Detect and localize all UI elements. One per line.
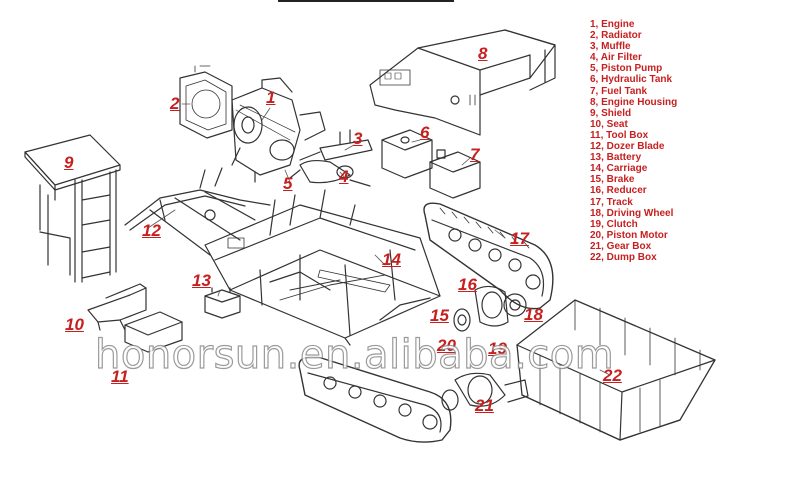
air-filter-part	[289, 159, 371, 187]
legend-item: 10, Seat	[590, 118, 628, 130]
legend-item: 17, Track	[590, 196, 633, 208]
title-underline	[278, 0, 454, 2]
gear-box-part	[441, 372, 529, 411]
brake-part	[453, 308, 471, 332]
legend-item: 21, Gear Box	[590, 240, 652, 252]
legend-item: 14, Carriage	[590, 163, 648, 175]
legend-item: 6, Hydraulic Tank	[590, 74, 673, 86]
callout-20: 20	[437, 336, 456, 355]
callout-1: 1	[266, 88, 276, 107]
driving-wheel-part	[503, 293, 527, 317]
legend-item: 1, Engine	[590, 19, 635, 30]
callout-2: 2	[170, 94, 180, 113]
engine-part	[231, 77, 326, 183]
callout-5: 5	[283, 174, 293, 193]
callout-17: 17	[510, 229, 529, 248]
track-lower-part	[298, 356, 452, 443]
callout-9: 9	[64, 153, 74, 172]
callout-14: 14	[382, 250, 401, 269]
callout-16: 16	[458, 275, 477, 294]
dump-box-part	[516, 299, 716, 441]
legend-item: 22, Dump Box	[590, 251, 657, 263]
reducer-part	[474, 285, 509, 327]
callout-12: 12	[142, 221, 161, 240]
legend-item: 18, Driving Wheel	[590, 207, 674, 219]
callout-22: 22	[603, 366, 622, 385]
parts-legend: 1, Engine 2, Radiator 3, Muffle 4, Air F…	[590, 19, 677, 263]
engine-housing-part	[369, 29, 556, 136]
dozer-blade-part	[124, 167, 271, 256]
fuel-tank-part	[429, 149, 481, 199]
legend-item: 13, Battery	[590, 152, 642, 164]
radiator-part	[179, 65, 233, 139]
muffle-part	[299, 129, 373, 161]
callout-8: 8	[478, 44, 488, 63]
legend-item: 20, Piston Motor	[590, 229, 668, 241]
legend-item: 8, Engine Housing	[590, 96, 678, 108]
callout-3: 3	[353, 129, 363, 148]
legend-item: 15, Brake	[590, 174, 635, 186]
hydraulic-tank-part	[381, 129, 433, 179]
callout-15: 15	[430, 306, 449, 325]
legend-item: 11, Tool Box	[590, 129, 649, 141]
callout-7: 7	[470, 145, 480, 164]
legend-item: 3, Muffle	[590, 41, 631, 53]
watermark: honorsun.en.alibaba.com	[94, 331, 615, 378]
tool-box-part	[124, 311, 183, 353]
legend-item: 19, Clutch	[590, 218, 638, 230]
shield-part	[24, 134, 121, 283]
leader-lines	[147, 103, 611, 376]
seat-part	[87, 283, 147, 331]
legend-item: 5, Piston Pump	[590, 63, 663, 75]
carriage-part	[204, 189, 441, 346]
callout-19: 19	[488, 339, 507, 358]
legend-item: 4, Air Filter	[590, 52, 642, 64]
callout-21: 21	[475, 396, 494, 415]
legend-item: 9, Shield	[590, 107, 632, 119]
legend-item: 2, Radiator	[590, 30, 642, 42]
callout-4: 4	[339, 167, 349, 186]
callout-6: 6	[420, 123, 430, 142]
callout-11: 11	[111, 367, 129, 386]
callout-18: 18	[524, 305, 543, 324]
callout-13: 13	[192, 271, 211, 290]
battery-part	[204, 287, 241, 319]
legend-item: 16, Reducer	[590, 185, 647, 197]
callout-10: 10	[65, 315, 84, 334]
track-upper-part	[423, 202, 554, 310]
legend-item: 12, Dozer Blade	[590, 141, 665, 153]
legend-item: 7, Fuel Tank	[590, 85, 648, 97]
